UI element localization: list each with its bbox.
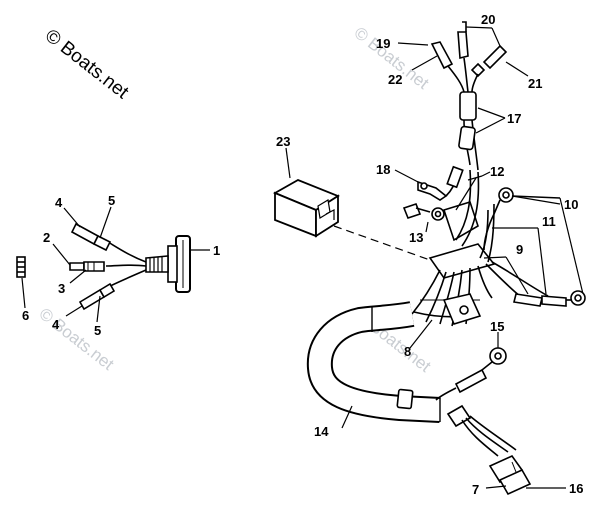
callout-1: 1	[213, 243, 220, 258]
callout-14: 14	[314, 424, 329, 439]
watermark-faint-left: © Boats.net	[36, 304, 118, 374]
callout-23: 23	[276, 134, 290, 149]
switch-connector-assembly	[16, 206, 210, 323]
callout-10: 10	[564, 197, 578, 212]
callout-22: 22	[388, 72, 402, 87]
callout-3: 3	[58, 281, 65, 296]
callout-5a: 5	[108, 193, 115, 208]
wire-harness	[306, 21, 586, 496]
callout-5b: 5	[94, 323, 101, 338]
callout-4b: 4	[52, 317, 60, 332]
relay	[272, 147, 431, 261]
callout-19: 19	[376, 36, 390, 51]
callout-15: 15	[490, 319, 504, 334]
watermark-main: © Boats.net	[41, 25, 133, 103]
callout-18: 18	[376, 162, 390, 177]
callout-17: 17	[507, 111, 521, 126]
callout-12: 12	[490, 164, 504, 179]
callout-21: 21	[528, 76, 542, 91]
callout-20: 20	[481, 12, 495, 27]
callout-2: 2	[43, 230, 50, 245]
callout-labels: 1 2 3 4 4 5 5 6 7 8 9 10 11 12 13 14 15 …	[22, 12, 583, 497]
callout-6: 6	[22, 308, 29, 323]
callout-16: 16	[569, 481, 583, 496]
callout-11: 11	[542, 214, 556, 229]
callout-7: 7	[472, 482, 479, 497]
callout-8: 8	[404, 344, 411, 359]
callout-13: 13	[409, 230, 423, 245]
callout-4a: 4	[55, 195, 63, 210]
callout-9: 9	[516, 242, 523, 257]
